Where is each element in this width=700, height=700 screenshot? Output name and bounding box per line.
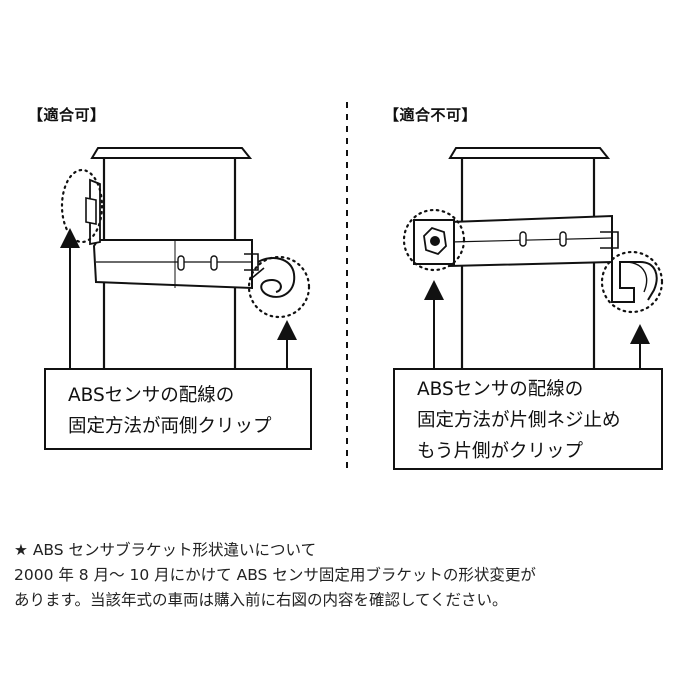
- note-line-2: あります。当該年式の車両は購入前に右図の内容を確認してください。: [14, 591, 508, 609]
- right-clip-callout: [600, 250, 664, 314]
- right-label-line-3: もう片側がクリップ: [417, 441, 583, 462]
- left-label-line-2: 固定方法が両側クリップ: [68, 416, 272, 437]
- bracket-note: ★ ABS センサブラケット形状違いについて 2000 年 8 月〜 10 月に…: [14, 538, 690, 613]
- left-strut-assembly: [85, 147, 296, 372]
- left-label-line-1: ABSセンサの配線の: [68, 385, 235, 406]
- left-upper-clip-callout: [60, 168, 104, 244]
- right-strut-assembly: [413, 147, 658, 372]
- left-panel-title: 【適合可】: [28, 106, 106, 124]
- right-screw-callout: [402, 208, 466, 272]
- note-heading: ★ ABS センサブラケット形状違いについて: [14, 541, 317, 559]
- right-label-box: ABSセンサの配線の 固定方法が片側ネジ止め もう片側がクリップ: [393, 368, 663, 470]
- left-label-box: ABSセンサの配線の 固定方法が両側クリップ: [44, 368, 312, 450]
- right-label-line-1: ABSセンサの配線の: [417, 379, 584, 400]
- right-panel-title: 【適合不可】: [384, 106, 478, 124]
- right-label-line-2: 固定方法が片側ネジ止め: [417, 410, 621, 431]
- note-line-1: 2000 年 8 月〜 10 月にかけて ABS センサ固定用ブラケットの形状変…: [14, 566, 536, 584]
- left-lower-clip-callout: [247, 255, 311, 319]
